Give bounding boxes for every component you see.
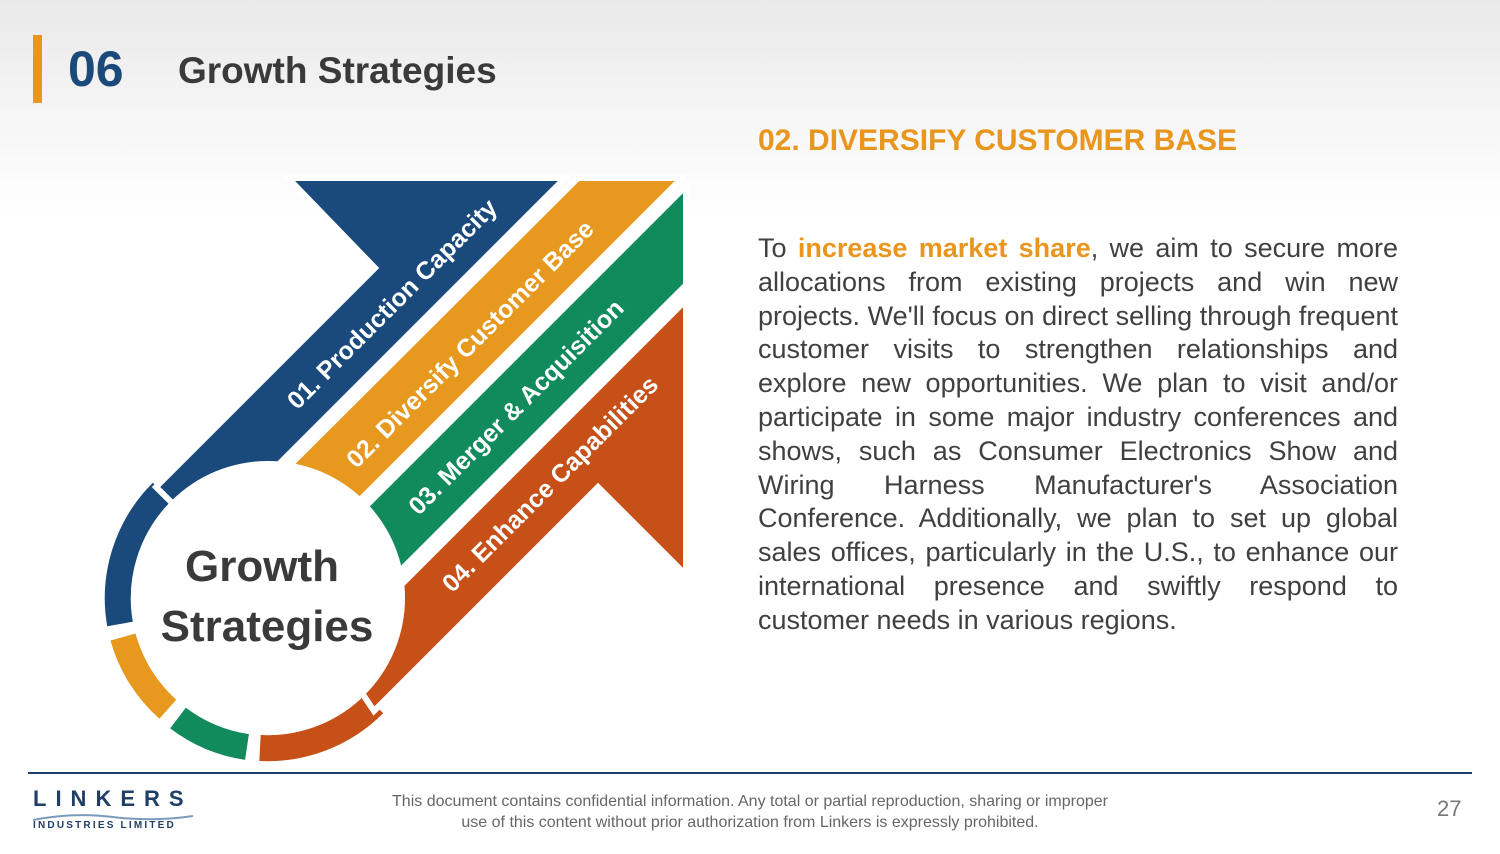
company-logo: LINKERS INDUSTRIES LIMITED bbox=[33, 786, 193, 831]
content-paragraph: To increase market share, we aim to secu… bbox=[758, 232, 1398, 638]
section-number: 06 bbox=[68, 41, 124, 97]
center-label-line1: Growth bbox=[185, 542, 339, 591]
logo-main-text: LINKERS bbox=[33, 786, 193, 811]
para-rest: , we aim to secure more allocations from… bbox=[758, 233, 1398, 635]
disclaimer-line-2: use of this content without prior author… bbox=[461, 814, 1039, 831]
page-number: 27 bbox=[1437, 796, 1462, 821]
logo-sub-text: INDUSTRIES LIMITED bbox=[33, 820, 176, 831]
page-title: Growth Strategies bbox=[178, 50, 497, 91]
para-start: To bbox=[758, 233, 798, 263]
disclaimer-line-1: This document contains confidential info… bbox=[392, 793, 1108, 810]
confidentiality-disclaimer: This document contains confidential info… bbox=[330, 791, 1170, 833]
ring-segment-green bbox=[170, 707, 250, 760]
content-heading: 02. DIVERSIFY CUSTOMER BASE bbox=[758, 124, 1238, 157]
growth-strategies-diagram: 01. Production Capacity 02. Diversify Cu… bbox=[104, 175, 690, 762]
ring-segment-orange bbox=[110, 633, 177, 719]
para-highlight: increase market share bbox=[797, 233, 1091, 263]
center-circle bbox=[131, 461, 405, 735]
footer-divider bbox=[28, 772, 1472, 774]
ring-segment-blue bbox=[104, 482, 172, 627]
section-accent-bar bbox=[33, 35, 42, 103]
center-label-line2: Strategies bbox=[161, 602, 374, 651]
ring-segment-red bbox=[259, 694, 384, 762]
logo-wave-icon bbox=[33, 814, 193, 821]
